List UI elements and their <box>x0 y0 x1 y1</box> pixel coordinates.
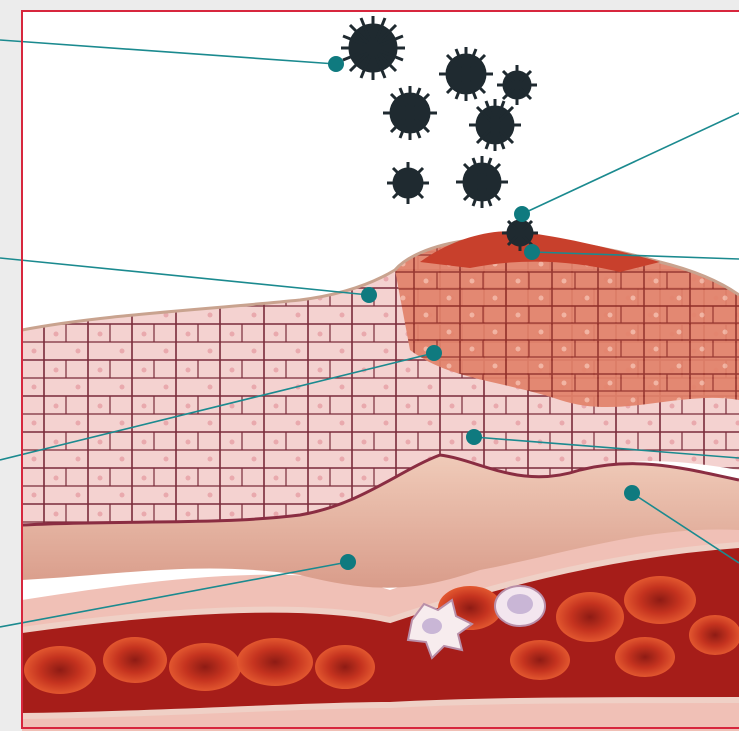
red-blood-cell <box>624 576 696 624</box>
callout-dot-icon <box>426 345 442 361</box>
red-blood-cell <box>510 640 570 680</box>
virus-icon <box>387 162 429 204</box>
callout-dot-icon <box>361 287 377 303</box>
virus-icon <box>341 16 405 80</box>
red-blood-cell <box>103 637 167 683</box>
virus-icon <box>497 65 537 105</box>
virus-icon <box>383 86 437 140</box>
red-blood-cell <box>24 646 96 694</box>
red-blood-cell <box>237 638 313 686</box>
callout-dot-icon <box>524 244 540 260</box>
callout-dot-icon <box>466 429 482 445</box>
red-blood-cell <box>315 645 375 689</box>
red-blood-cell <box>689 615 739 655</box>
callout-dot-icon <box>340 554 356 570</box>
callout-dot-icon <box>328 56 344 72</box>
red-blood-cell <box>556 592 624 642</box>
red-blood-cell <box>615 637 675 677</box>
red-blood-cell <box>169 643 241 691</box>
callout-dot-icon <box>624 485 640 501</box>
callout-dot-icon <box>514 206 530 222</box>
virus-icon <box>439 47 493 101</box>
